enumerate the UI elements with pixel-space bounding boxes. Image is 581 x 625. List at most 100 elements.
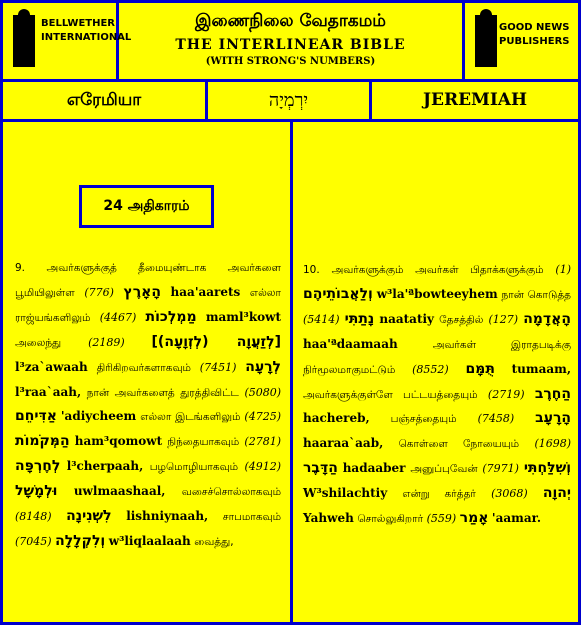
verse-10: 10. அவர்களுக்கும் அவர்கள் பிதாக்களுக்கும… <box>303 258 571 532</box>
strong-number: (1698) <box>534 437 572 451</box>
transliteration: w³liqlaalaah <box>108 533 191 548</box>
hebrew-word: לְחֶרְפָּה <box>15 458 61 475</box>
tamil-text: கொள்ளை நோயையும் <box>398 438 520 451</box>
title-block: இணைநிலை வேதாகமம் THE INTERLINEAR BIBLE (… <box>119 3 462 79</box>
transliteration: hachereb, <box>303 411 370 426</box>
strong-number: (1) <box>555 263 572 276</box>
transliteration: lishniynaah, <box>126 509 209 524</box>
book-name-hebrew: יִרְמְיָה <box>208 82 372 119</box>
book-name-english: JEREMIAH <box>422 90 528 110</box>
title-subtitle: (WITH STRONG'S NUMBERS) <box>205 56 376 67</box>
bellwether-figure-icon <box>13 9 35 67</box>
transliteration: haaraa`aab, <box>303 436 384 451</box>
hebrew-word: וְשִׁלַּחְתִּי <box>523 460 572 477</box>
strong-number: (7458) <box>477 412 515 426</box>
transliteration: w³la'ªbowteeyhem <box>376 286 498 301</box>
right-column: 10. அவர்களுக்கும் அவர்கள் பிதாக்களுக்கும… <box>293 122 578 622</box>
tamil-text: நான் கொடுத்த <box>501 288 571 301</box>
hebrew-word: אָמַר <box>459 510 489 527</box>
good-news-logo: GOOD NEWS PUBLISHERS <box>462 3 578 79</box>
strong-number: (8552) <box>412 362 449 376</box>
tamil-text: நான் அவர்களைத் துரத்திவிட்ட <box>86 386 239 399</box>
transliteration: l³za`awaah <box>15 359 88 374</box>
strong-number: (2189) <box>88 335 125 349</box>
verse-number: 10. <box>303 264 320 276</box>
transliteration: Yahweh <box>303 511 354 526</box>
tamil-text: பழமொழியாகவும் <box>149 461 239 474</box>
hebrew-word: אַדִּיחֵם <box>15 408 57 425</box>
transliteration: naatatiy <box>379 311 435 326</box>
hebrew-word: יְהוָה <box>542 485 572 502</box>
hebrew-word: [לְזַעֲוָה (לְזְוָעָה)] <box>151 333 281 350</box>
hebrew-word: הַמְּקֹמוֹת <box>15 433 70 450</box>
transliteration: W³shilachtiy <box>303 486 388 501</box>
transliteration: tumaam, <box>511 361 572 376</box>
strong-number: (7451) <box>199 360 237 374</box>
hebrew-word: תֻּמָּם <box>465 360 495 377</box>
good-news-logo-text: GOOD NEWS PUBLISHERS <box>499 22 570 47</box>
strong-number: (2781) <box>244 435 281 449</box>
transliteration: ham³qomowt <box>74 434 163 449</box>
tamil-text: தேசத்தில் <box>439 313 484 326</box>
strong-number: (776) <box>84 285 114 299</box>
transliteration: haa'aarets <box>170 284 241 299</box>
hebrew-word: וְלַאֲבוֹתֵיהֶם <box>303 285 373 302</box>
transliteration: hadaaber <box>342 461 406 476</box>
hebrew-word: הָאָרֶץ <box>123 283 161 300</box>
strong-number: (4467) <box>99 310 137 324</box>
tamil-text: சொல்லுகிறார் <box>357 513 424 526</box>
chapter-label: 24 அதிகாரம் <box>79 185 214 228</box>
hebrew-word: הָאֲדָמָה <box>523 310 571 327</box>
transliteration: maml³kowt <box>205 309 282 324</box>
hebrew-word: וְלִקְלָלָה <box>55 532 106 549</box>
tamil-text: வசைச்சொல்லாகவும் <box>181 486 282 499</box>
strong-number: (127) <box>488 312 519 326</box>
hebrew-word: הַדָּבֶר <box>303 460 338 477</box>
transliteration: l³cherpaah, <box>66 459 144 474</box>
strong-number: (5414) <box>303 312 340 326</box>
transliteration: haa'ªdaamaah <box>303 336 398 351</box>
tamil-text: எல்லா ராஜ்யங்களிலும் <box>15 286 281 324</box>
title-english: THE INTERLINEAR BIBLE <box>175 37 406 53</box>
tamil-text: அவர்களுக்கும் அவர்கள் பிதாக்களுக்கும் <box>331 264 544 276</box>
hebrew-word: וּלְמָשָׁל <box>15 483 58 500</box>
verse-9: 9. அவர்களுக்குத் தீமையுண்டாக அவர்களை பூம… <box>15 256 281 555</box>
left-column: 24 அதிகாரம் 9. அவர்களுக்குத் தீமையுண்டாக… <box>3 122 293 622</box>
tamil-text: அலைந்து <box>15 336 62 349</box>
book-bar: எரேமியா יִרְמְיָה JEREMIAH <box>3 82 578 122</box>
verse-number: 9. <box>15 262 26 274</box>
tamil-text: அனுப்புவேன் <box>410 463 478 476</box>
transliteration: 'aamar. <box>491 511 542 526</box>
strong-number: (7971) <box>482 462 519 476</box>
tamil-text: அவர்களுக்குத் தீமையுண்டாக அவர்களை பூமியி… <box>15 262 282 299</box>
hebrew-word: מַמְלְכוֹת <box>145 308 197 325</box>
hebrew-word: הַחֶרֶב <box>534 385 572 402</box>
hebrew-word: לִשְׁנִינָה <box>66 508 112 525</box>
strong-number: (559) <box>426 512 457 526</box>
tamil-text: எல்லா இடங்களிலும் <box>140 411 241 424</box>
hebrew-word: הָרָעָב <box>535 410 572 427</box>
tamil-text: சாபமாகவும் <box>222 511 282 524</box>
title-tamil: இணைநிலை வேதாகமம் <box>195 11 386 31</box>
transliteration: uwlmaashaal, <box>73 484 166 499</box>
strong-number: (5080) <box>244 385 282 399</box>
strong-number: (4912) <box>244 460 282 474</box>
strong-number: (2719) <box>487 387 525 401</box>
tamil-text: அவர்களுக்குள்ளே பட்டயத்தையும் <box>303 388 478 401</box>
tamil-text: திரிகிறவர்களாகவும் <box>96 361 191 374</box>
strong-number: (8148) <box>15 510 52 524</box>
header: BELLWETHER INTERNATIONAL இணைநிலை வேதாகமம… <box>3 3 578 82</box>
hebrew-word: נָתַתִּי <box>344 310 375 327</box>
hebrew-word: לְרָעָה <box>245 358 282 375</box>
tamil-text: வைத்து, <box>194 535 234 548</box>
tamil-text: அவர்கள் இராதபடிக்கு நிர்மூலமாகுமட்டும் <box>303 338 571 376</box>
bellwether-logo: BELLWETHER INTERNATIONAL <box>3 3 132 79</box>
bellwether-logo-text: BELLWETHER INTERNATIONAL <box>41 18 132 43</box>
strong-number: (7045) <box>15 534 52 548</box>
tamil-text: நிந்தையாகவும் <box>167 436 240 449</box>
book-name-tamil: எரேமியா <box>3 82 208 119</box>
tamil-text: பஞ்சத்தையும் <box>390 413 457 426</box>
transliteration: 'adiycheem <box>60 409 137 424</box>
transliteration: l³raa`aah, <box>15 384 82 399</box>
